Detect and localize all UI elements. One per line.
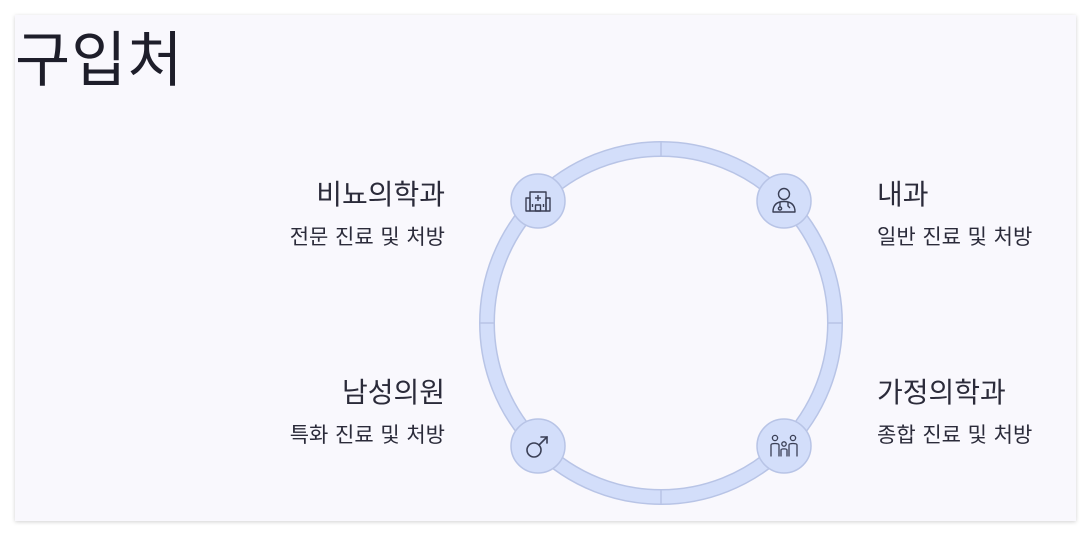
diagram-card: 구입처 xyxy=(15,15,1076,521)
node-description: 특화 진료 및 처방 xyxy=(289,423,445,447)
hospital-icon xyxy=(525,191,551,212)
node-title: 가정의학과 xyxy=(877,376,1006,409)
ring xyxy=(479,141,843,505)
node-description: 종합 진료 및 처방 xyxy=(877,423,1033,447)
node-title: 비뇨의학과 xyxy=(316,178,445,211)
node-description: 전문 진료 및 처방 xyxy=(289,225,445,249)
node-tl xyxy=(510,173,566,229)
circular-diagram xyxy=(479,141,843,505)
node-title: 남성의원 xyxy=(341,376,445,409)
node-description: 일반 진료 및 처방 xyxy=(877,225,1033,249)
node-bl xyxy=(510,418,566,474)
male-symbol-icon xyxy=(526,436,548,458)
node-br xyxy=(756,418,812,474)
page-title: 구입처 xyxy=(15,26,184,96)
node-title: 내과 xyxy=(877,178,929,211)
doctor-icon xyxy=(772,187,796,213)
node-label-family-medicine: 가정의학과 종합 진료 및 처방 xyxy=(877,375,1032,449)
node-label-mens-clinic: 남성의원 특화 진료 및 처방 xyxy=(290,375,445,449)
node-tr xyxy=(756,173,812,229)
node-label-urology: 비뇨의학과 전문 진료 및 처방 xyxy=(290,177,445,251)
node-label-internal-medicine: 내과 일반 진료 및 처방 xyxy=(877,177,1032,251)
family-icon xyxy=(770,434,798,457)
